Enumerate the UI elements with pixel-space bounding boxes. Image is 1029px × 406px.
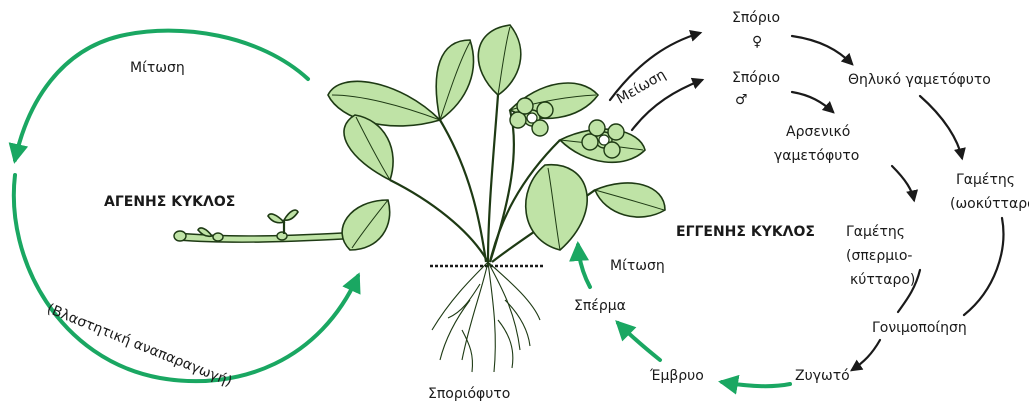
fertilization-label: Γονιμοποίηση <box>872 320 967 336</box>
male-symbol-icon: ♂ <box>735 92 748 108</box>
strawberry-plant-illustration: Σποριόφυτο <box>174 25 665 402</box>
svg-text:Αρσενικό: Αρσενικό <box>786 124 850 140</box>
arrow-zygote-to-embryo <box>722 382 790 386</box>
sperm-gamete-label: Γαμέτης (σπερμιο- κύτταρο) <box>846 224 915 288</box>
embryo-label: Έμβρυο <box>649 368 704 384</box>
female-symbol-icon: ♀ <box>752 34 762 50</box>
arrow-embryo-to-seed <box>618 323 660 360</box>
male-spore-label: Σπόριο <box>732 70 780 86</box>
arrow-to-male-gametophyte <box>792 92 833 112</box>
sexual-cycle-title: ΕΓΓΕΝΗΣ ΚΥΚΛΟΣ <box>676 224 815 240</box>
roots <box>432 262 540 372</box>
svg-text:κύτταρο): κύτταρο) <box>850 272 915 288</box>
arrow-to-egg-gamete <box>920 96 962 158</box>
arrow-to-zygote <box>852 340 880 370</box>
male-spore: Σπόριο ♂ <box>732 70 780 108</box>
female-spore: Σπόριο ♀ <box>732 10 780 50</box>
svg-text:(σπερμιο-: (σπερμιο- <box>846 248 912 264</box>
sexual-mitosis-label: Μίτωση <box>610 258 665 274</box>
zygote-label: Ζυγωτό <box>795 368 850 384</box>
arrow-to-female-gametophyte <box>792 36 852 64</box>
arrow-seed-to-sporophyte <box>578 245 590 287</box>
svg-text:Γαμέτης: Γαμέτης <box>846 224 905 240</box>
svg-text:Γαμέτης: Γαμέτης <box>956 172 1015 188</box>
male-gametophyte-label: Αρσενικό γαμετόφυτο <box>774 124 859 164</box>
asexual-arc-upper <box>15 31 308 160</box>
egg-gamete-label: Γαμέτης (ωοκύτταρο) <box>950 172 1029 212</box>
asexual-cycle-title: ΑΓΕΝΗΣ ΚΥΚΛΟΣ <box>104 194 235 210</box>
arrow-to-sperm-gamete <box>892 166 914 200</box>
asexual-mitosis-label: Μίτωση <box>130 60 185 76</box>
sporophyte-label: Σποριόφυτο <box>428 386 510 402</box>
runner-stolon <box>174 210 362 242</box>
svg-text:γαμετόφυτο: γαμετόφυτο <box>774 148 859 164</box>
female-gametophyte-label: Θηλυκό γαμετόφυτο <box>848 72 991 88</box>
asexual-cycle: Μίτωση ΑΓΕΝΗΣ ΚΥΚΛΟΣ (Βλαστητική αναπαρα… <box>14 31 358 390</box>
svg-text:(ωοκύτταρο): (ωοκύτταρο) <box>950 196 1029 212</box>
seed-label: Σπέρμα <box>574 298 626 314</box>
vegetative-reproduction-label: (Βλαστητική αναπαραγωγή) <box>45 301 235 390</box>
female-spore-label: Σπόριο <box>732 10 780 26</box>
egg-to-fertilization-line <box>964 218 1003 315</box>
